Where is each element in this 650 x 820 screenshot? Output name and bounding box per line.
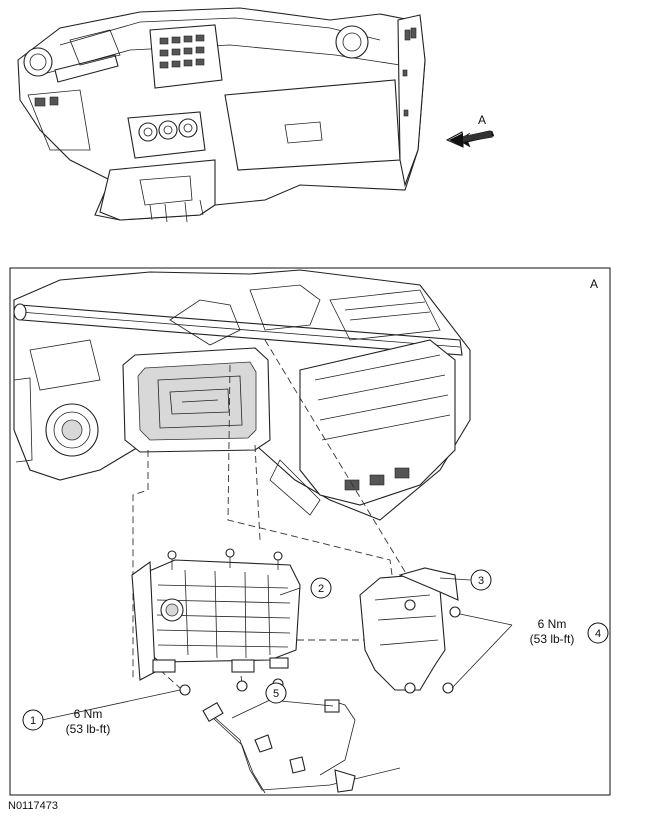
callout-2-number: 2 — [318, 583, 324, 595]
passenger-airbag-module — [131, 548, 301, 696]
upper-module-nuts — [167, 548, 283, 570]
callout-1-number: 1 — [30, 715, 36, 727]
detail-view-frame — [9, 267, 611, 796]
callout-5-number: 5 — [273, 688, 279, 700]
callout-4-number: 4 — [595, 628, 601, 640]
torque-spec-1-metric: 6 Nm — [74, 707, 103, 721]
callout-4: 4 — [587, 622, 609, 644]
torque-spec-1-imperial: (53 lb-ft) — [66, 722, 111, 736]
detail-view-label: A — [590, 277, 598, 291]
callout-3: 3 — [470, 569, 492, 591]
instrument-panel-overview — [17, 7, 426, 223]
wiring-harness — [202, 699, 401, 794]
airbag-bracket — [359, 567, 461, 694]
view-arrow — [445, 130, 495, 148]
callout-5: 5 — [265, 682, 287, 704]
instrument-panel-detail — [13, 269, 471, 521]
figure-id: N0117473 — [8, 800, 58, 812]
callout-2: 2 — [310, 577, 332, 599]
callout-1: 1 — [22, 709, 44, 731]
torque-spec-4-metric: 6 Nm — [538, 617, 567, 631]
callout-3-number: 3 — [478, 575, 484, 587]
torque-spec-4-imperial: (53 lb-ft) — [530, 632, 575, 646]
overview-view-label: A — [478, 113, 486, 127]
